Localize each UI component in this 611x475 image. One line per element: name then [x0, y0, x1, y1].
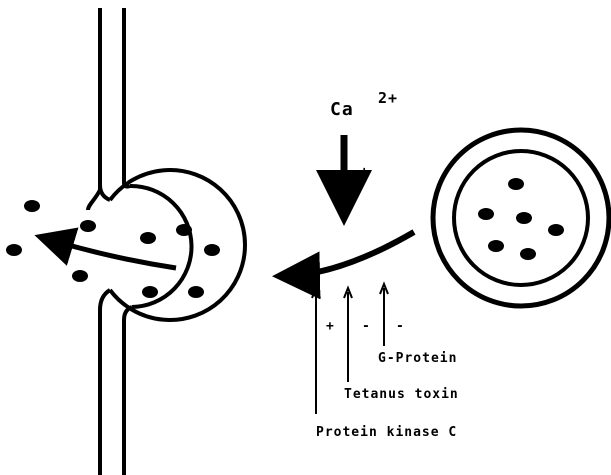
membrane-upper-left — [100, 8, 110, 200]
vesicle-granule — [548, 224, 564, 236]
pkc-effect-sign: + — [326, 319, 335, 334]
released-granule — [6, 244, 22, 256]
released-granule — [24, 200, 40, 212]
calcium-ion-label: Ca — [330, 99, 354, 120]
vesicle-granule — [204, 244, 220, 256]
membrane-lower-left — [100, 290, 110, 475]
fusing-vesicle-contents — [140, 224, 220, 298]
membrane-upper-right — [124, 8, 130, 187]
translocation-arrow — [284, 232, 414, 276]
calcium-effect-sign: + — [360, 164, 369, 180]
protein-kinase-c-label: Protein kinase C — [316, 425, 457, 440]
vesicle-granule — [508, 178, 524, 190]
vesicle-granule — [176, 224, 192, 236]
vesicle-granule — [188, 286, 204, 298]
released-granule — [80, 220, 96, 232]
free-vesicle-contents — [478, 178, 564, 260]
tetanus-effect-sign: - — [362, 319, 371, 334]
vesicle-granule — [142, 286, 158, 298]
vesicle-granule — [516, 212, 532, 224]
released-granule — [72, 270, 88, 282]
vesicle-granule — [478, 208, 494, 220]
vesicle-granule — [520, 248, 536, 260]
tetanus-toxin-label: Tetanus toxin — [344, 387, 459, 402]
vesicle-granule — [488, 240, 504, 252]
release-arrow — [44, 238, 176, 268]
vesicle-granule — [140, 232, 156, 244]
fusing-vesicle-inner — [130, 186, 192, 307]
fusing-vesicle-outer — [110, 170, 245, 320]
gprotein-label: G-Protein — [378, 351, 457, 366]
gprotein-effect-sign: - — [396, 319, 405, 334]
membrane-lower-right — [124, 307, 132, 475]
calcium-charge-label: 2+ — [378, 89, 398, 107]
